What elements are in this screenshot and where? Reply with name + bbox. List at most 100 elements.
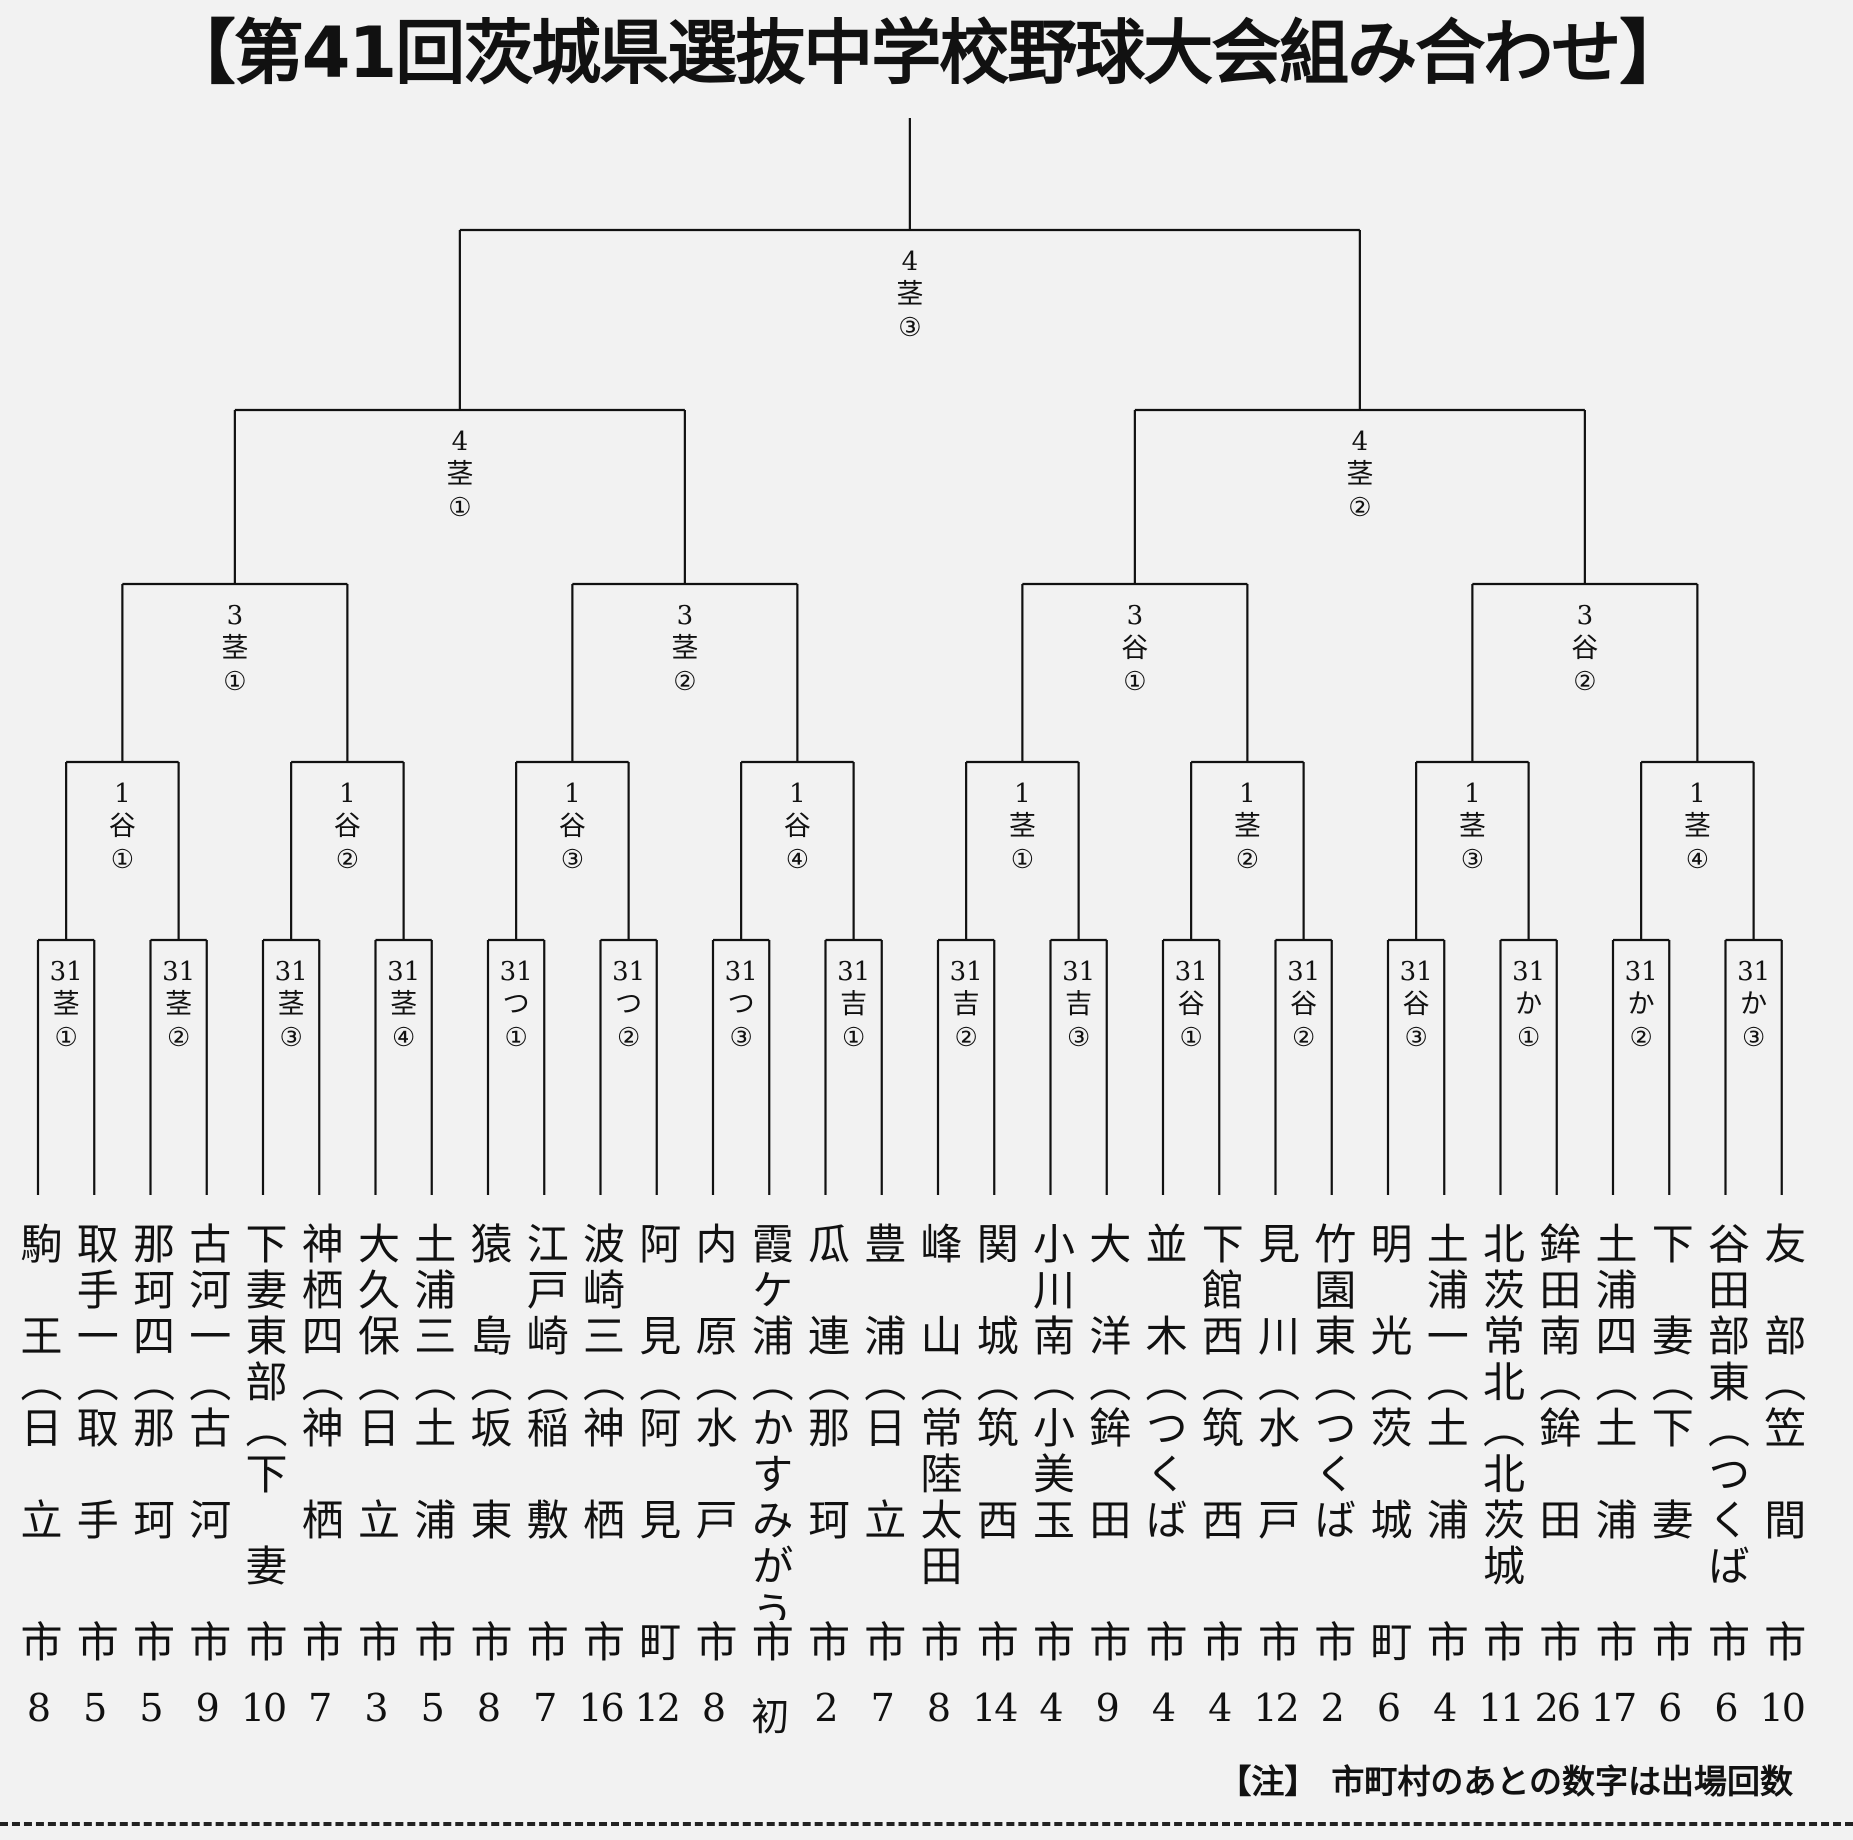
semi-match-label-seq: ②: [1348, 493, 1371, 523]
municipality-suffix: 市: [1307, 1620, 1356, 1666]
round3-match-label-venue: 谷: [1571, 633, 1598, 664]
round1-match-label-venue: 吉: [953, 989, 980, 1020]
team-name: 取手一（取 手: [70, 1222, 119, 1544]
round2-match-label: 1茎③: [1459, 779, 1486, 875]
round1-match-label-venue: 吉: [840, 989, 867, 1020]
appearance-count: 5: [83, 1686, 107, 1730]
semi-match-label-num: 4: [1352, 427, 1369, 457]
round2-match-label-venue: 茎: [1009, 811, 1036, 842]
round1-match-label-venue: 茎: [278, 989, 305, 1020]
municipality-suffix: 市: [351, 1620, 400, 1666]
appearance-count: 6: [1714, 1686, 1738, 1730]
team-name: 猿 島（坂 東: [464, 1222, 512, 1544]
appearance-count: 8: [701, 1686, 726, 1730]
round2-match-label: 1茎④: [1684, 779, 1711, 875]
round3-match-label-venue: 谷: [1121, 633, 1148, 664]
round1-match-label-num: 31: [1062, 957, 1095, 987]
team-name: 小川南（小美玉: [1026, 1222, 1075, 1544]
appearance-count: 4: [1039, 1686, 1063, 1730]
municipality-suffix: 市: [914, 1620, 962, 1666]
round2-match-label-venue: 茎: [1684, 811, 1711, 842]
municipality-suffix: 市: [14, 1620, 62, 1666]
team-name: 並 木（つくば: [1139, 1222, 1187, 1544]
team-name: 神栖四（神 栖: [295, 1222, 344, 1544]
round1-match-label-venue: 茎: [390, 989, 417, 1020]
municipality-suffix: 市: [239, 1620, 287, 1666]
appearance-count: 3: [364, 1686, 388, 1730]
team-name: 土浦一（土 浦: [1420, 1222, 1469, 1544]
appearance-count: 7: [870, 1686, 895, 1730]
round1-match-label-venue: つ: [728, 989, 755, 1020]
round2-match-label-seq: ②: [1236, 845, 1259, 875]
round1-match-label-seq: ①: [54, 1023, 77, 1053]
round1-match-label-venue: 谷: [1290, 989, 1317, 1020]
round3-match-label-seq: ②: [673, 667, 696, 697]
team-name: 駒 王（日 立: [14, 1222, 62, 1544]
round1-match-label-venue: か: [1628, 989, 1655, 1020]
round3-match-label: 3茎②: [671, 601, 698, 697]
tournament-bracket: 31茎①31茎②31茎③31茎④31つ①31つ②31つ③31吉①31吉②31吉③…: [36, 118, 1783, 1195]
municipality-suffix: 市: [464, 1620, 512, 1666]
round3-match-label-num: 3: [1577, 601, 1594, 631]
round1-match-label-num: 31: [612, 957, 645, 987]
round1-match-label-seq: ①: [842, 1023, 865, 1053]
appearance-count: 7: [533, 1686, 557, 1730]
semi-match-label: 4茎②: [1346, 427, 1373, 523]
round3-match-label-seq: ②: [1573, 667, 1596, 697]
team-name: 大久保（日 立: [351, 1222, 400, 1544]
round1-match-label-num: 31: [1512, 957, 1545, 987]
team-name: 北茨常北（北茨城: [1476, 1222, 1525, 1590]
round2-match-label-num: 1: [789, 779, 806, 809]
round1-match-label-seq: ②: [954, 1023, 977, 1053]
municipality-suffix: 市: [1701, 1620, 1750, 1666]
round2-match-label-num: 1: [339, 779, 356, 809]
round1-match-label-venue: 茎: [53, 989, 80, 1020]
round3-match-label-venue: 茎: [221, 633, 248, 664]
team-name: 波崎三（神 栖: [576, 1222, 625, 1544]
round1-match-label-num: 31: [837, 957, 870, 987]
team-name: 関 城（筑 西: [970, 1222, 1019, 1544]
round3-match-label-num: 3: [1127, 601, 1144, 631]
round1-match-label-seq: ②: [1629, 1023, 1652, 1053]
team-name: 鉾田南（鉾 田: [1532, 1222, 1581, 1544]
round2-match-label-num: 1: [1014, 779, 1031, 809]
team-name: 古河一（古 河: [182, 1222, 231, 1544]
team-name: 見 川（水 戸: [1251, 1222, 1300, 1544]
round2-match-label-venue: 谷: [334, 811, 361, 842]
round2-match-label-seq: ②: [336, 845, 359, 875]
appearance-count: 11: [1478, 1686, 1524, 1730]
semi-match-label-num: 4: [452, 427, 469, 457]
round1-match-label-venue: 吉: [1065, 989, 1092, 1020]
footnote: 【注】市町村のあとの数字は出場回数: [1218, 1755, 1793, 1803]
team-name: 谷田部東（つくば: [1701, 1222, 1750, 1590]
footnote-text: 市町村のあとの数字は出場回数: [1331, 1762, 1793, 1801]
round1-match-label-num: 31: [725, 957, 758, 987]
municipality-suffix: 町: [1364, 1620, 1412, 1666]
round2-match-label-num: 1: [1464, 779, 1481, 809]
team-name: 霞ケ浦（かすみがうら: [745, 1222, 794, 1620]
municipality-suffix: 市: [1251, 1620, 1300, 1666]
appearance-count: 5: [139, 1686, 163, 1730]
team-name: 瓜 連（那 珂: [801, 1222, 850, 1544]
round1-match-label-seq: ①: [1179, 1023, 1202, 1053]
municipality-suffix: 市: [1195, 1620, 1244, 1666]
